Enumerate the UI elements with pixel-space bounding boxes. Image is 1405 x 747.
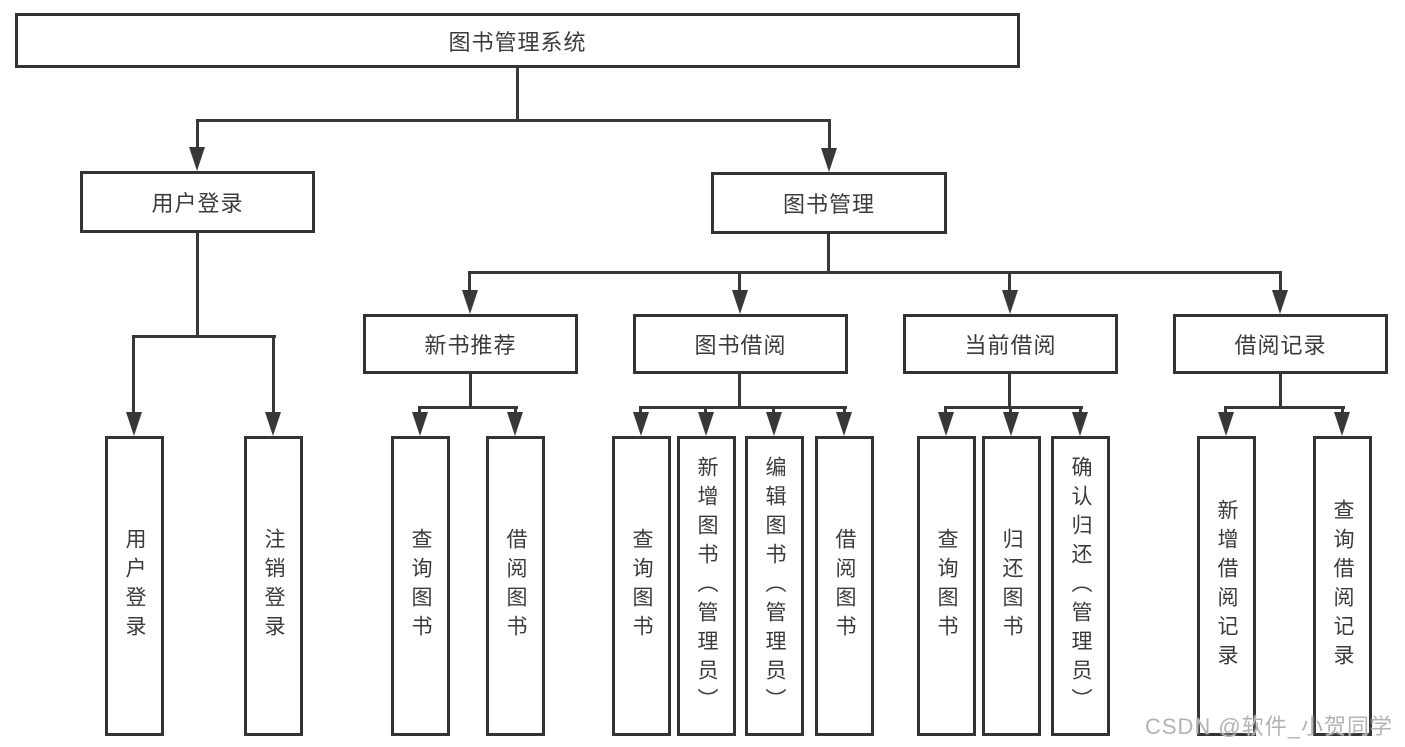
connector-drop-book-management [828,119,831,149]
arrowhead-query-record [1334,412,1350,436]
connector-drop-leaf-user-login [132,335,135,414]
leaf-user-login: 用户登录 [105,436,164,736]
arrowhead-user-login [189,147,205,171]
connector-drop-query-current [944,406,947,414]
connector-user-login-stub [196,233,199,338]
node-book-borrow: 图书借阅 [633,314,848,374]
connector-book-management-bar [468,271,1282,274]
leaf-return-books: 归还图书 [982,436,1041,736]
arrowhead-add-record [1218,412,1234,436]
connector-current-bar [944,406,1083,409]
arrowhead-borrow-records [1272,290,1288,314]
leaf-query-books-recommend: 查询图书 [391,436,450,736]
leaf-borrow-books: 借阅图书 [815,436,874,736]
connector-borrow-stub [738,374,741,409]
leaf-query-books-borrow: 查询图书 [612,436,671,736]
arrowhead-leaf-logout [265,412,281,436]
leaf-edit-books-admin: 编辑图书（管理员） [745,436,804,736]
node-user-login: 用户登录 [80,171,315,233]
node-borrow-records: 借阅记录 [1173,314,1388,374]
leaf-add-books-admin: 新增图书（管理员） [677,436,736,736]
connector-drop-add-record [1224,406,1227,414]
connector-drop-user-login [196,119,199,149]
connector-drop-current-borrow [1008,271,1011,292]
leaf-logout-login: 注销登录 [244,436,303,736]
arrowhead-add-books [698,412,714,436]
connector-recommend-bar [418,406,518,409]
arrowhead-borrow-recommend [507,412,523,436]
arrowhead-query-recommend [412,412,428,436]
arrowhead-borrow-books [836,412,852,436]
arrowhead-book-borrow [732,290,748,314]
connector-drop-add-books [704,406,707,414]
leaf-add-borrow-record: 新增借阅记录 [1197,436,1256,736]
arrowhead-new-book-recommend [462,290,478,314]
leaf-query-borrow-record: 查询借阅记录 [1313,436,1372,736]
arrowhead-edit-books [766,412,782,436]
connector-drop-confirm-return [1079,406,1082,414]
connector-book-management-stub [827,234,830,274]
arrowhead-leaf-user-login [126,412,142,436]
connector-root-bar [196,119,831,122]
connector-drop-borrow-books [843,406,846,414]
connector-drop-query-borrow [639,406,642,414]
node-current-borrow: 当前借阅 [903,314,1118,374]
arrowhead-query-current [938,412,954,436]
node-new-book-recommend: 新书推荐 [363,314,578,374]
csdn-watermark: CSDN @软件_小贺同学 [1144,714,1393,739]
leaf-query-books-current: 查询图书 [917,436,976,736]
connector-user-login-bar [132,335,276,338]
arrowhead-current-borrow [1002,290,1018,314]
connector-borrow-bar [639,406,847,409]
connector-drop-leaf-logout [272,335,275,414]
leaf-confirm-return-admin: 确认归还（管理员） [1051,436,1110,736]
connector-drop-book-borrow [738,271,741,292]
leaf-borrow-books-recommend: 借阅图书 [486,436,545,736]
arrowhead-book-management [821,148,837,172]
connector-records-stub [1279,374,1282,409]
connector-drop-new-book-recommend [468,271,471,292]
arrowhead-query-borrow [633,412,649,436]
arrowhead-confirm-return [1072,412,1088,436]
connector-drop-query-recommend [418,406,421,414]
connector-drop-query-record [1341,406,1344,414]
node-book-management: 图书管理 [711,172,947,234]
connector-recommend-stub [469,374,472,409]
connector-records-bar [1224,406,1345,409]
connector-drop-borrow-records [1279,271,1282,292]
connector-drop-return-books [1009,406,1012,414]
arrowhead-return-books [1003,412,1019,436]
node-root: 图书管理系统 [15,13,1020,68]
connector-current-stub [1008,374,1011,409]
connector-drop-edit-books [772,406,775,414]
connector-root-stub [516,68,519,120]
connector-drop-borrow-recommend [514,406,517,414]
